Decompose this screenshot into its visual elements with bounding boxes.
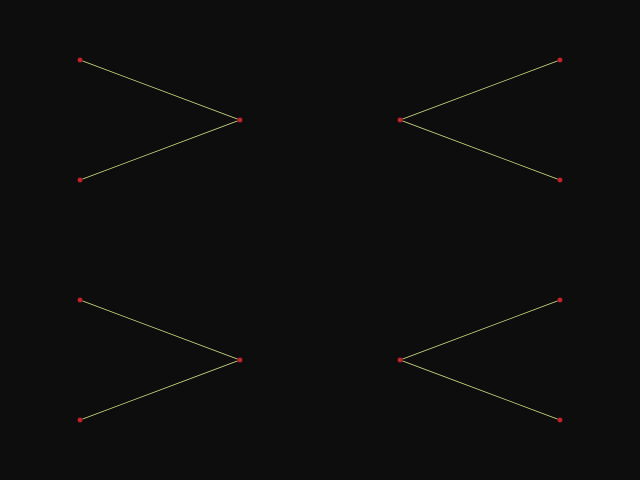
edge	[79, 119, 241, 181]
node	[557, 57, 563, 63]
edge	[399, 299, 561, 361]
edge	[399, 359, 561, 421]
node	[237, 357, 243, 363]
chevron-bottom-left	[77, 297, 243, 423]
node	[77, 57, 83, 63]
node	[77, 297, 83, 303]
edge	[399, 119, 561, 181]
chevron-top-left	[77, 57, 243, 183]
node	[237, 117, 243, 123]
edge	[399, 59, 561, 121]
node	[557, 417, 563, 423]
node	[77, 177, 83, 183]
node	[557, 297, 563, 303]
node	[77, 417, 83, 423]
chevron-bottom-right	[397, 297, 563, 423]
node	[397, 117, 403, 123]
edge	[79, 359, 241, 421]
node	[557, 177, 563, 183]
edge	[79, 59, 241, 121]
chevron-top-right	[397, 57, 563, 183]
edge	[79, 299, 241, 361]
node	[397, 357, 403, 363]
